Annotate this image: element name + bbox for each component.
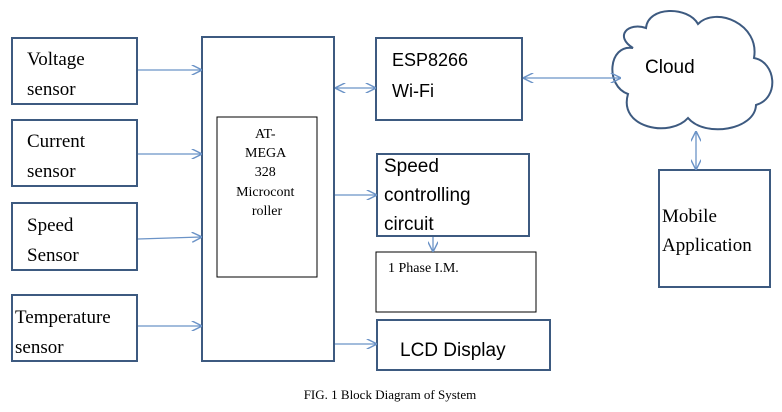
wifi-module-label-line1: ESP8266 <box>392 50 468 70</box>
svg-text:Cloud: Cloud <box>645 57 695 78</box>
temperature-sensor-label-line2: sensor <box>15 337 64 358</box>
current-sensor-block: Current sensor <box>11 119 138 187</box>
voltage-sensor-label-line1: Voltage <box>27 49 85 70</box>
svg-text:Voltage sensor: Voltage sensor <box>27 49 89 100</box>
speed-sensor-label-line1: Speed <box>27 215 74 236</box>
svg-text:AT- MEGA 328: AT- MEGA 328 Microcont roller <box>236 127 298 219</box>
wifi-module-label-line2: Wi-Fi <box>392 81 434 101</box>
current-sensor-label-line1: Current <box>27 131 86 152</box>
cloud-block: Cloud <box>611 10 774 131</box>
microcontroller-label-line2: MEGA <box>245 146 287 161</box>
svg-text:Temperature sensor: Temperature sensor <box>15 307 115 358</box>
mobile-app-block: Mobile Application <box>658 169 771 288</box>
wifi-module-block: ESP8266 Wi-Fi <box>375 37 523 121</box>
mobile-app-label-line2: Application <box>662 235 752 256</box>
microcontroller-label-line4: Microcont <box>236 185 294 200</box>
svg-text:Speed controlling: Speed controlling circuit <box>384 156 476 235</box>
voltage-sensor-block: Voltage sensor <box>11 37 138 105</box>
svg-text:Speed Sensor: Speed Sensor <box>27 215 79 266</box>
mobile-app-label-line1: Mobile <box>662 206 717 227</box>
microcontroller-label-line3: 328 <box>255 165 276 180</box>
microcontroller-block: AT- MEGA 328 Microcont roller <box>201 36 335 362</box>
temperature-sensor-block: Temperature sensor <box>11 294 138 362</box>
motor-block: 1 Phase I.M. <box>375 251 537 313</box>
lcd-display-label: LCD Display <box>400 340 506 361</box>
cloud-label: Cloud <box>645 57 695 78</box>
motor-label: 1 Phase I.M. <box>388 261 459 276</box>
svg-text:1 Phase I.M.: 1 Phase I.M. <box>388 261 459 276</box>
lcd-display-block: LCD Display <box>376 319 551 371</box>
speed-control-label-line2: controlling <box>384 185 471 206</box>
speed-sensor-block: Speed Sensor <box>11 202 138 271</box>
temperature-sensor-label-line1: Temperature <box>15 307 111 328</box>
svg-text:ESP8266 Wi-Fi: ESP8266 Wi-Fi <box>392 50 473 101</box>
microcontroller-label-line5: roller <box>252 204 283 219</box>
svg-text:LCD Display: LCD Display <box>400 340 506 361</box>
voltage-sensor-label-line2: sensor <box>27 79 76 100</box>
speed-control-label-line1: Speed <box>384 156 439 177</box>
svg-text:Mobile Application: Mobile Application <box>662 206 752 256</box>
microcontroller-label-line1: AT- <box>255 127 276 142</box>
svg-text:Current sensor: Current sensor <box>27 131 90 182</box>
speed-sensor-label-line2: Sensor <box>27 245 79 266</box>
arrow-speed-to-mcu <box>137 237 201 239</box>
speed-control-block: Speed controlling circuit <box>376 153 530 237</box>
current-sensor-label-line2: sensor <box>27 161 76 182</box>
figure-caption: FIG. 1 Block Diagram of System <box>304 387 477 402</box>
speed-control-label-line3: circuit <box>384 214 434 235</box>
